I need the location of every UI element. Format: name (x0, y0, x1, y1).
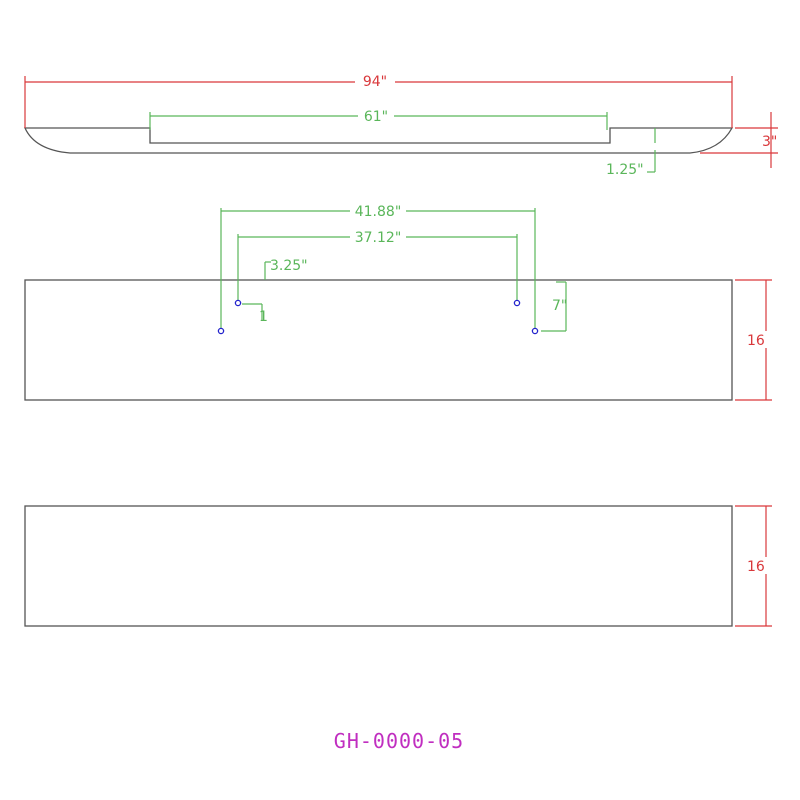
side-view: 94" 61" 3" 1.25" (23, 73, 778, 178)
bottom-width-label: 16 (747, 559, 765, 575)
inner-hole-small-dimension: 1 (242, 303, 268, 325)
inner-hole-small-label: 1 (259, 309, 268, 325)
top-width-label: 16 (747, 333, 765, 349)
top-width-dimension: 16 (735, 279, 772, 401)
bottom-view: 16 (24, 505, 772, 627)
recess-length-dimension: 61" (149, 108, 608, 130)
thickness-label: 3" (762, 134, 777, 150)
outer-hole-depth-label: 7" (552, 298, 567, 314)
recess-depth-dimension: 1.25" (606, 128, 656, 178)
inner-hole-offset-label: 3.25" (270, 258, 308, 274)
inner-hole-spacing-dimension: 37.12" (237, 229, 518, 300)
bottom-width-dimension: 16 (735, 505, 772, 627)
hole-inner-right (513, 299, 521, 307)
top-view-outline (24, 279, 733, 401)
inner-hole-spacing-label: 37.12" (355, 230, 402, 246)
outer-hole-depth-dimension: 7" (541, 281, 567, 332)
inner-hole-offset-dimension: 3.25" (264, 258, 308, 280)
part-number: GH-0000-05 (334, 729, 464, 753)
side-profile-outline (23, 127, 734, 154)
top-view: 41.88" 37.12" 3.25" 1 7" (24, 203, 772, 401)
hole-outer-right (531, 327, 539, 335)
overall-length-dimension: 94" (24, 73, 733, 128)
outer-hole-spacing-dimension: 41.88" (220, 203, 536, 328)
thickness-dimension: 3" (700, 112, 778, 168)
recess-length-label: 61" (364, 109, 388, 125)
bottom-view-outline (24, 505, 733, 627)
hole-inner-left (234, 299, 242, 307)
outer-hole-spacing-label: 41.88" (355, 204, 402, 220)
overall-length-label: 94" (363, 74, 387, 90)
hole-outer-left (217, 327, 225, 335)
recess-depth-label: 1.25" (606, 162, 644, 178)
